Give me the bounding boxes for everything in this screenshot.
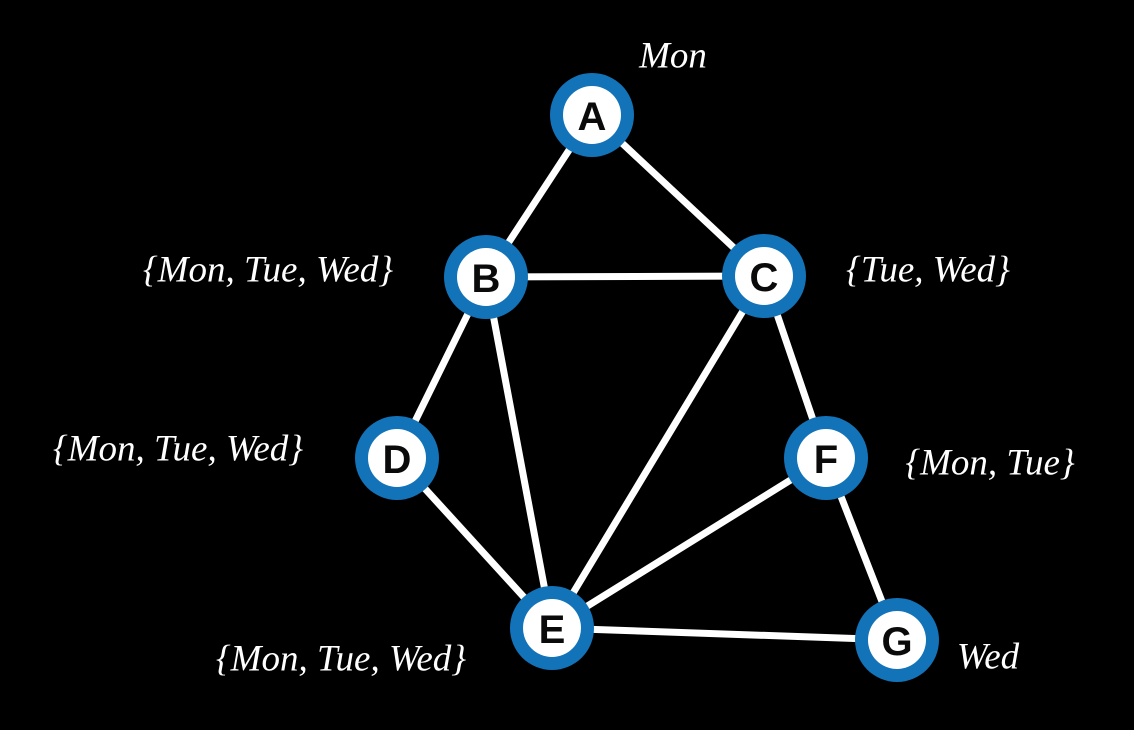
node-C-domain-label: {Tue, Wed} — [846, 250, 1010, 291]
node-B: B — [444, 235, 528, 319]
node-E: E — [510, 586, 594, 670]
node-C-face — [735, 247, 793, 305]
node-B-letter: B — [472, 257, 501, 301]
labels-layer: Mon {Mon, Tue, Wed} {Tue, Wed} {Mon, Tue, W… — [53, 36, 1075, 680]
edge-B-E — [482, 273, 556, 632]
node-E-letter: E — [539, 608, 566, 652]
node-F-letter: F — [814, 438, 838, 482]
node-C: C — [722, 234, 806, 318]
node-G: G — [855, 598, 939, 682]
nodes-layer: A B C D E F G — [355, 73, 939, 682]
edge-E-G — [548, 624, 901, 644]
edge-B-C — [482, 272, 768, 281]
node-C-letter: C — [750, 256, 779, 300]
node-G-domain-label: Wed — [957, 637, 1020, 678]
node-F-domain-label: {Mon, Tue} — [905, 443, 1075, 484]
node-D-letter: D — [383, 438, 412, 482]
node-A-domain-label: Mon — [638, 36, 707, 77]
node-D-face — [368, 429, 426, 487]
edge-E-F — [548, 454, 830, 632]
edges-layer — [393, 111, 901, 644]
node-G-face — [868, 611, 926, 669]
node-E-face — [523, 599, 581, 657]
node-B-face — [457, 248, 515, 306]
node-G-letter: G — [881, 620, 912, 664]
edge-C-E — [548, 272, 768, 632]
node-B-domain-label: {Mon, Tue, Wed} — [143, 250, 393, 291]
node-D-domain-label: {Mon, Tue, Wed} — [53, 429, 303, 470]
node-F: F — [784, 416, 868, 500]
node-D: D — [355, 416, 439, 500]
node-A-face — [563, 86, 621, 144]
node-F-face — [797, 429, 855, 487]
node-E-domain-label: {Mon, Tue, Wed} — [216, 639, 466, 680]
node-A: A — [550, 73, 634, 157]
node-A-letter: A — [578, 95, 607, 139]
